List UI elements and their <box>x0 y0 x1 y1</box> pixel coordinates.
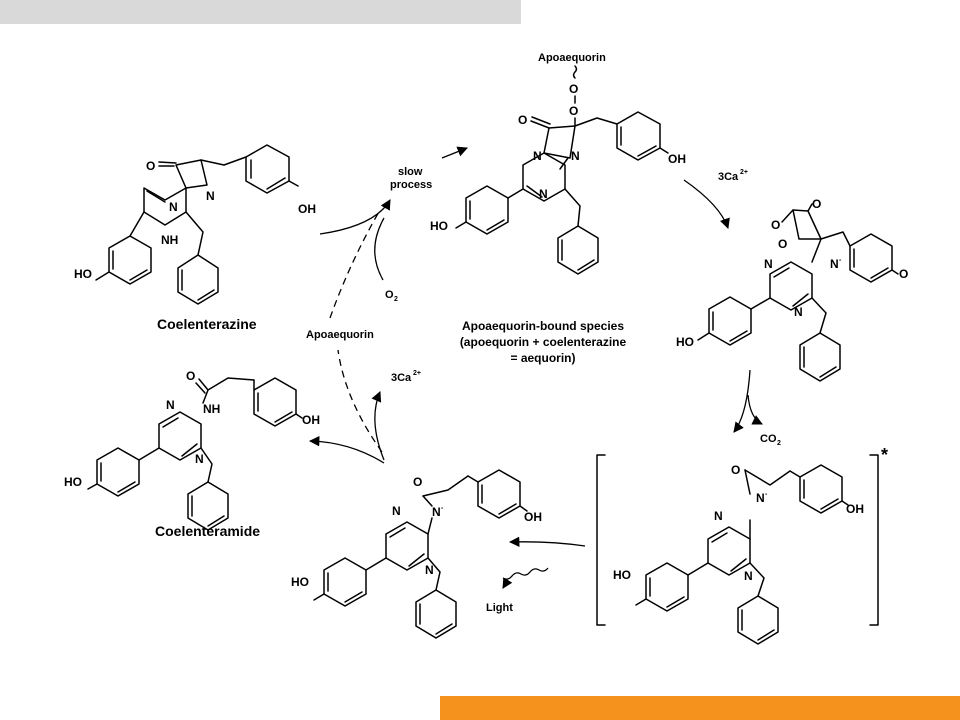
dioxetanone-n-minus-label: N <box>830 257 839 271</box>
o2-label: O <box>385 289 394 301</box>
light-emission-wave <box>502 567 549 580</box>
ground-n-minus-label: N <box>432 505 441 519</box>
dioxetanone-to-excited-arrow <box>733 369 751 433</box>
process-label: process <box>390 179 432 191</box>
dioxetanone-o1-label: O <box>812 197 821 211</box>
ground-to-coelenteramide-arrow <box>308 436 385 464</box>
dioxetanone-o3-label: O <box>778 237 787 251</box>
species-line-1: Apoaequorin-bound species <box>462 319 624 333</box>
ground-n1-label: N <box>392 504 401 518</box>
co2-subscript: 2 <box>777 440 781 447</box>
cz-ho-label: HO <box>74 267 92 281</box>
to-peroxide-arrow <box>441 146 468 159</box>
species-line-2: (apoequorin + coelenterazine <box>460 335 627 349</box>
peroxide-keto-o-label: O <box>518 113 527 127</box>
light-emission-arrowhead <box>502 577 513 589</box>
peroxide-n3-label: N <box>539 187 548 201</box>
cm-oh-label: OH <box>302 413 320 427</box>
ca-top-superscript: 2+ <box>740 169 748 176</box>
ground-o-label: O <box>413 475 422 489</box>
excited-n2-label: N <box>744 569 753 583</box>
o2-subscript: 2 <box>394 296 398 303</box>
ground-coelenteramide-anion-structure: O N - N N HO OH <box>291 469 542 639</box>
cm-nh-label: NH <box>203 402 220 416</box>
coelenterazine-name: Coelenterazine <box>157 316 257 332</box>
peroxide-n2-label: N <box>571 149 580 163</box>
excited-n1-label: N <box>714 509 723 523</box>
apoaequorin-dashed-arrow-up <box>329 209 381 319</box>
apoaequorin-bound-species-caption: Apoaequorin-bound species (apoequorin + … <box>460 319 627 365</box>
apoaequorin-top-label: Apoaequorin <box>538 52 606 64</box>
excited-minus-sign: - <box>765 491 768 498</box>
cz-n2-label: N <box>206 189 215 203</box>
coelenteramide-structure: O NH N N HO OH Coelenteramide <box>64 369 320 539</box>
cz-oh-label: OH <box>298 202 316 216</box>
dioxetanone-n1-label: N <box>764 257 773 271</box>
cz-n1-label: N <box>169 200 178 214</box>
peroxide-o1-label: O <box>569 82 578 96</box>
ground-ho-label: HO <box>291 575 309 589</box>
bottom-accent-bar <box>440 696 960 720</box>
ca-release-arrow <box>371 391 385 461</box>
peroxide-n1-label: N <box>533 149 542 163</box>
peroxide-to-dioxetanone-arrow <box>683 179 730 229</box>
excited-oh-label: OH <box>846 502 864 516</box>
peroxide-intermediate-structure: Apoaequorin O O O N N N HO OH <box>430 52 686 275</box>
ground-n2-label: N <box>425 563 434 577</box>
peroxide-oh-label: OH <box>668 152 686 166</box>
ca-bottom-label: 3Ca <box>391 372 412 384</box>
cm-n2-label: N <box>195 452 204 466</box>
peroxide-ho-label: HO <box>430 219 448 233</box>
excited-coelenteramide-structure: * O N - N N HO OH <box>596 445 888 645</box>
dioxetanone-o-minus-label: O <box>899 267 908 281</box>
peroxide-o2-label: O <box>569 104 578 118</box>
excited-ho-label: HO <box>613 568 631 582</box>
ground-oh-label: OH <box>524 510 542 524</box>
o2-uptake-curve <box>374 217 385 281</box>
apoaequorin-label: Apoaequorin <box>306 329 374 341</box>
dioxetanone-intermediate-structure: O O O N - N N O HO <box>676 197 908 382</box>
ground-minus-sign: - <box>441 505 444 512</box>
co2-release-arrow <box>747 394 763 425</box>
species-line-3: = aequorin) <box>510 351 575 365</box>
slow-process-arrow <box>319 199 391 235</box>
dioxetanone-n2-label: N <box>794 305 803 319</box>
cz-o-label: O <box>146 159 155 173</box>
reaction-arrows: slow process O 2 Apoaequorin 3Ca 2+ CO 2… <box>306 146 781 614</box>
excited-n-minus-label: N <box>756 491 765 505</box>
ca-bottom-superscript: 2+ <box>413 370 421 377</box>
excited-o-label: O <box>731 463 740 477</box>
excited-to-ground-arrow <box>508 536 586 547</box>
cm-ho-label: HO <box>64 475 82 489</box>
top-header-bar <box>0 0 521 24</box>
slow-label: slow <box>398 166 423 178</box>
excited-state-star: * <box>881 445 888 465</box>
cz-nh-label: NH <box>161 233 178 247</box>
co2-label: CO <box>760 433 777 445</box>
light-label: Light <box>486 602 513 614</box>
coelenteramide-name: Coelenteramide <box>155 523 260 539</box>
apoaequorin-dashed-arrow-recycle <box>337 349 383 453</box>
cm-n1-label: N <box>166 398 175 412</box>
dioxetanone-ho-label: HO <box>676 335 694 349</box>
dioxetanone-o2-label: O <box>771 218 780 232</box>
cm-o-label: O <box>186 369 195 383</box>
ca-top-label: 3Ca <box>718 171 739 183</box>
dioxetanone-minus-sign: - <box>839 257 842 264</box>
coelenterazine-structure: O N N NH HO OH Coelenterazine <box>74 144 316 332</box>
